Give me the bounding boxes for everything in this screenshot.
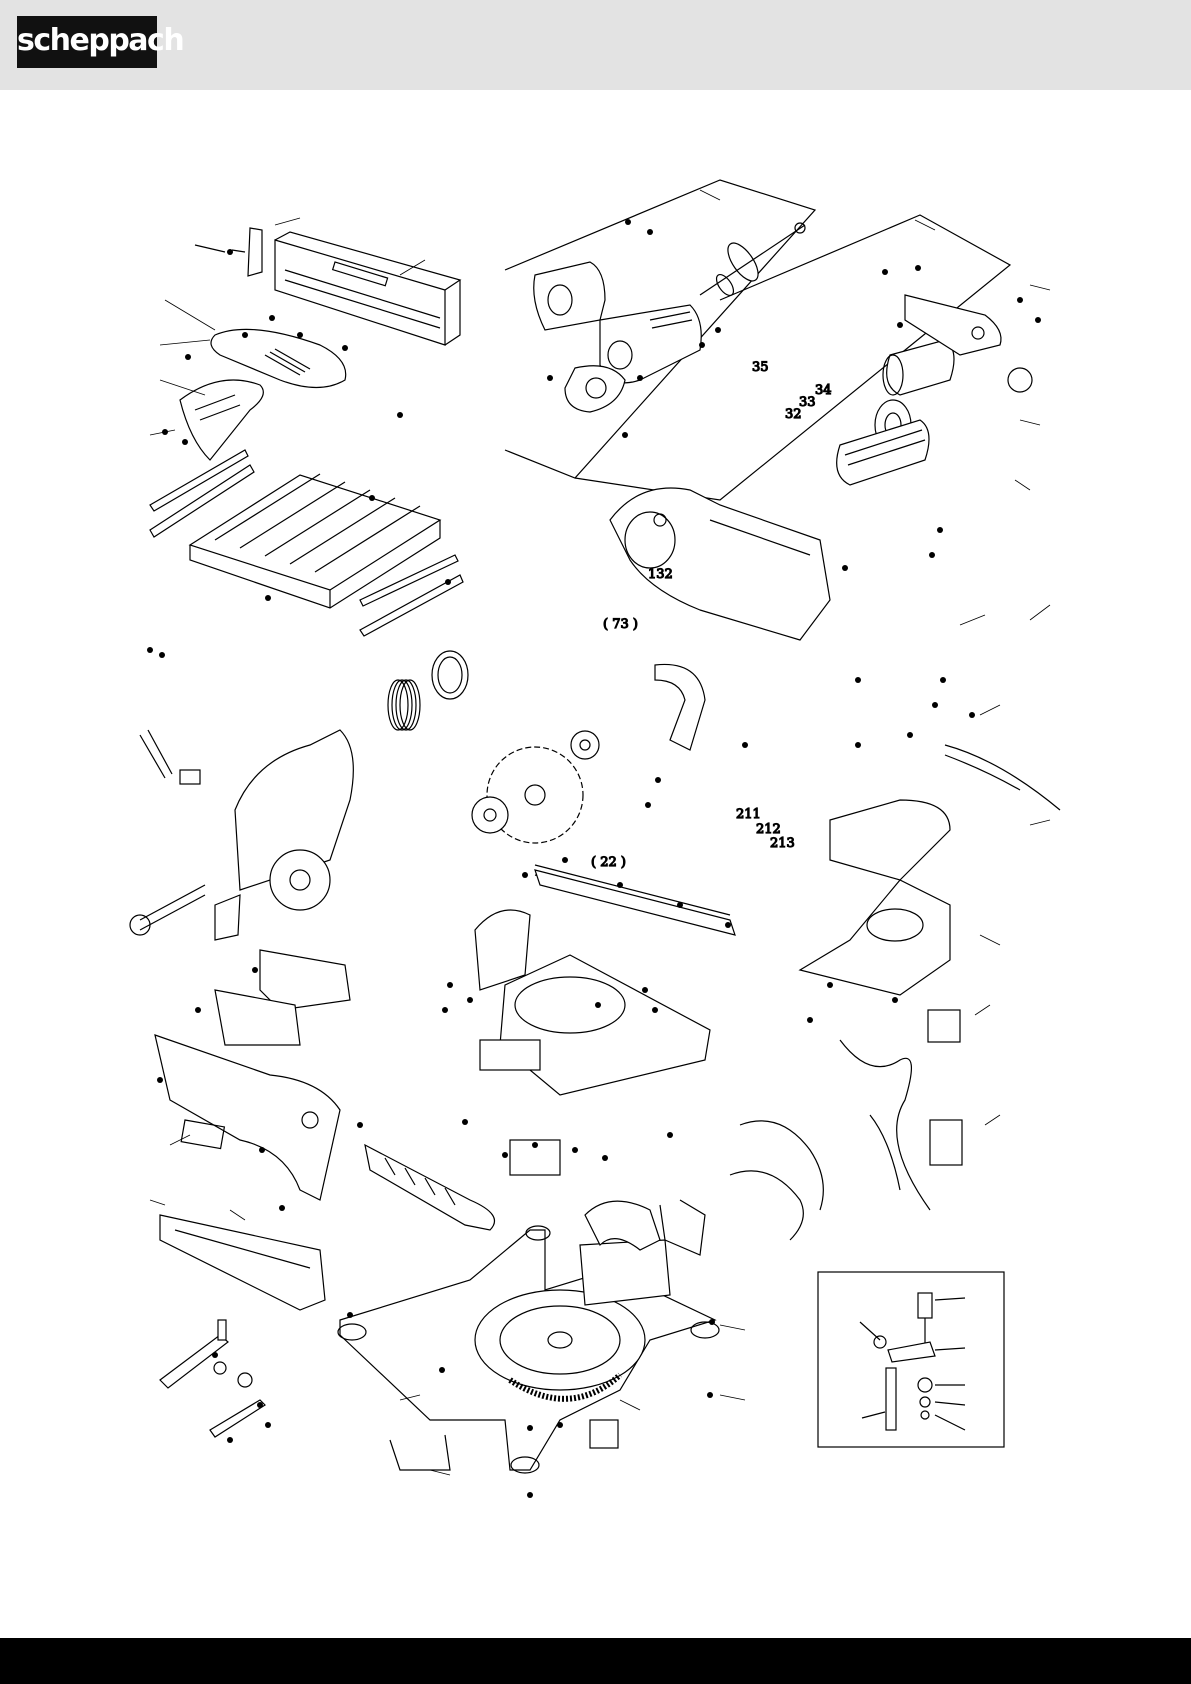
chip-guard	[365, 1145, 495, 1230]
cover-plates	[215, 950, 350, 1045]
blade-guard-curved	[655, 664, 705, 750]
torsion-spring	[388, 680, 420, 730]
callout-212: 212	[756, 822, 781, 837]
saw-blade	[472, 731, 599, 843]
fence	[535, 870, 735, 935]
control-housing	[800, 800, 950, 995]
inset-detail-frame	[818, 1272, 1004, 1447]
callout-32: 32	[785, 407, 802, 422]
switch-box	[928, 1010, 962, 1165]
callout-211: 211	[736, 807, 761, 822]
brand-logo: scheppach	[17, 16, 157, 68]
callout-35: 35	[752, 360, 769, 375]
motor-assembly-frame	[505, 180, 1010, 500]
callout-34: 34	[815, 383, 832, 398]
callout-132: 132	[648, 567, 673, 582]
fence-clamp	[160, 1320, 265, 1437]
turntable-base	[338, 1226, 719, 1473]
base-extension	[160, 1215, 325, 1310]
gearbox-housing	[610, 488, 830, 640]
exploded-parts-diagram: 35 33 34 32 132 ( 73 ) ( 22 ) 211 212 21…	[0, 90, 1191, 1638]
armature	[700, 223, 805, 298]
lower-guard	[180, 380, 263, 460]
bearing-ring	[432, 651, 468, 699]
callout-213: 213	[770, 836, 795, 851]
motor-housing	[534, 262, 702, 412]
tilt-lever	[140, 730, 200, 784]
handle-cover	[211, 329, 346, 387]
callout-73: ( 73 )	[603, 617, 638, 632]
belt-drive	[837, 340, 954, 485]
page-header: scheppach	[0, 0, 1191, 90]
page-footer	[0, 1638, 1191, 1684]
extension-rail	[195, 228, 460, 345]
upper-arm-cover	[155, 1035, 340, 1200]
pivot-arm	[130, 730, 353, 935]
bevel-scale	[215, 895, 240, 940]
callout-22: ( 22 )	[591, 855, 626, 870]
